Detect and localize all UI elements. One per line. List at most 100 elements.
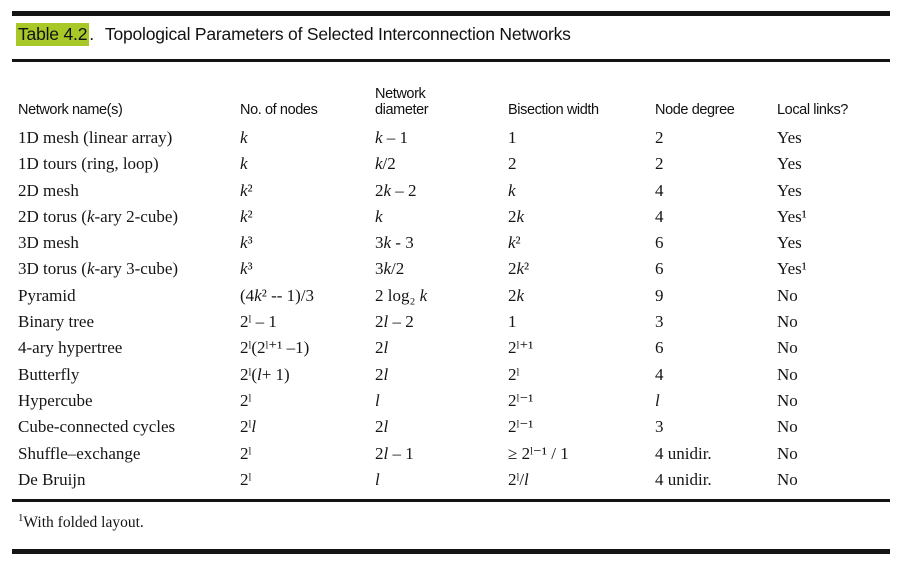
cell-node-degree: 6 [655,338,664,358]
cell-no-of-nodes: 2ˡ [240,443,252,463]
rule-top [12,11,890,16]
cell-network-name: 4-ary hypertree [18,338,123,358]
cell-network-name: Pyramid [18,285,76,305]
cell-network-diameter: k [375,206,383,226]
column-header-network-diameter: Network diameter [375,85,429,118]
table-number-period: . [89,24,94,44]
cell-node-degree: 4 [655,206,664,226]
rule-below-body [12,499,890,502]
cell-network-name: Binary tree [18,312,94,332]
cell-bisection-width: 2ˡ⁺¹ [508,338,534,358]
rule-below-caption [12,59,890,62]
cell-network-diameter: k – 1 [375,128,409,147]
header-row: Network name(s) No. of nodes Network dia… [0,70,903,118]
rule-bottom [12,549,890,554]
cell-bisection-width: ≥ 2ˡ⁻¹ / 1 [508,443,569,463]
cell-local-links: Yes [777,154,802,174]
cell-node-degree: 2 [655,154,664,174]
table-number-highlight: Table 4.2 [16,23,90,46]
parameters-table: Network name(s) No. of nodes Network dia… [0,70,903,493]
cell-local-links: No [777,417,798,437]
cell-node-degree: 4 [655,364,664,384]
column-header-local-links: Local links? [777,101,848,118]
cell-local-links: No [777,390,798,410]
cell-local-links: Yes¹ [777,206,807,226]
table-footnote: 1With folded layout. [18,512,144,532]
column-header-no-of-nodes: No. of nodes [240,101,318,118]
column-header-bisection-width: Bisection width [508,101,599,118]
cell-network-diameter: 2l [375,338,389,358]
cell-no-of-nodes: k [240,154,248,174]
cell-bisection-width: 1 [508,128,517,147]
table-row: 1D mesh (linear array) k k – 1 1 2 Yes [0,118,903,151]
cell-network-name: 3D torus (k-ary 3-cube) [18,259,179,279]
table-row: 4-ary hypertree 2ˡ(2ˡ⁺¹ –1) 2l 2ˡ⁺¹ 6 No [0,335,903,361]
cell-bisection-width: 2ˡ⁻¹ [508,390,534,410]
cell-local-links: Yes [777,128,802,147]
column-header-node-degree: Node degree [655,101,735,118]
cell-network-name: De Bruijn [18,469,86,489]
cell-local-links: No [777,338,798,358]
cell-local-links: No [777,285,798,305]
cell-no-of-nodes: 2ˡ [240,390,252,410]
cell-bisection-width: 2ˡ [508,364,520,384]
cell-network-name: 1D mesh (linear array) [18,128,173,147]
cell-network-diameter: 2l – 2 [375,312,414,332]
cell-bisection-width: 2k² [508,259,530,279]
cell-no-of-nodes: k³ [240,233,253,253]
cell-network-name: Cube-connected cycles [18,417,176,437]
cell-node-degree: 3 [655,312,664,332]
table-row: 1D tours (ring, loop) k k/2 2 2 Yes [0,151,903,177]
cell-no-of-nodes: k² [240,206,253,226]
cell-network-diameter: l [375,390,380,410]
cell-bisection-width: 2k [508,285,525,305]
cell-local-links: No [777,469,798,489]
cell-no-of-nodes: 2ˡ(2ˡ⁺¹ –1) [240,338,310,358]
table-head: Network name(s) No. of nodes Network dia… [0,70,903,118]
cell-node-degree: l [655,390,660,410]
cell-bisection-width: 2ˡ/l [508,469,529,489]
cell-local-links: Yes¹ [777,259,807,279]
table-caption: Table 4.2. Topological Parameters of Sele… [16,23,571,46]
cell-bisection-width: 2k [508,206,525,226]
cell-bisection-width: 2ˡ⁻¹ [508,417,534,437]
cell-network-diameter: 3k - 3 [375,233,414,253]
cell-local-links: Yes [777,233,802,253]
cell-bisection-width: 2 [508,154,517,174]
cell-network-diameter: l [375,469,380,489]
cell-node-degree: 4 [655,180,664,200]
cell-network-name: Hypercube [18,390,93,410]
cell-network-name: Butterfly [18,364,80,384]
cell-bisection-width: k [508,180,516,200]
cell-node-degree: 4 unidir. [655,469,712,489]
footnote-text: With folded layout. [23,514,144,531]
cell-local-links: No [777,364,798,384]
cell-no-of-nodes: 2ˡl [240,417,257,437]
cell-no-of-nodes: (4k² -- 1)/3 [240,285,315,305]
cell-no-of-nodes: k³ [240,259,253,279]
table-row: Butterfly 2ˡ(l+ 1) 2l 2ˡ 4 No [0,362,903,388]
table-title: Topological Parameters of Selected Inter… [104,24,571,44]
cell-no-of-nodes: k² [240,180,253,200]
cell-network-diameter: 2l [375,364,389,384]
cell-network-diameter: k/2 [375,154,396,174]
cell-node-degree: 9 [655,285,664,305]
cell-no-of-nodes: 2ˡ – 1 [240,312,277,332]
cell-local-links: Yes [777,180,802,200]
cell-network-name: 1D tours (ring, loop) [18,154,159,174]
cell-network-diameter: 3k/2 [375,259,405,279]
cell-node-degree: 2 [655,128,664,147]
cell-no-of-nodes: k [240,128,248,147]
cell-bisection-width: k² [508,233,521,253]
cell-no-of-nodes: 2ˡ(l+ 1) [240,364,290,384]
cell-node-degree: 6 [655,233,664,253]
cell-network-diameter: 2 log₂ k [375,285,428,305]
